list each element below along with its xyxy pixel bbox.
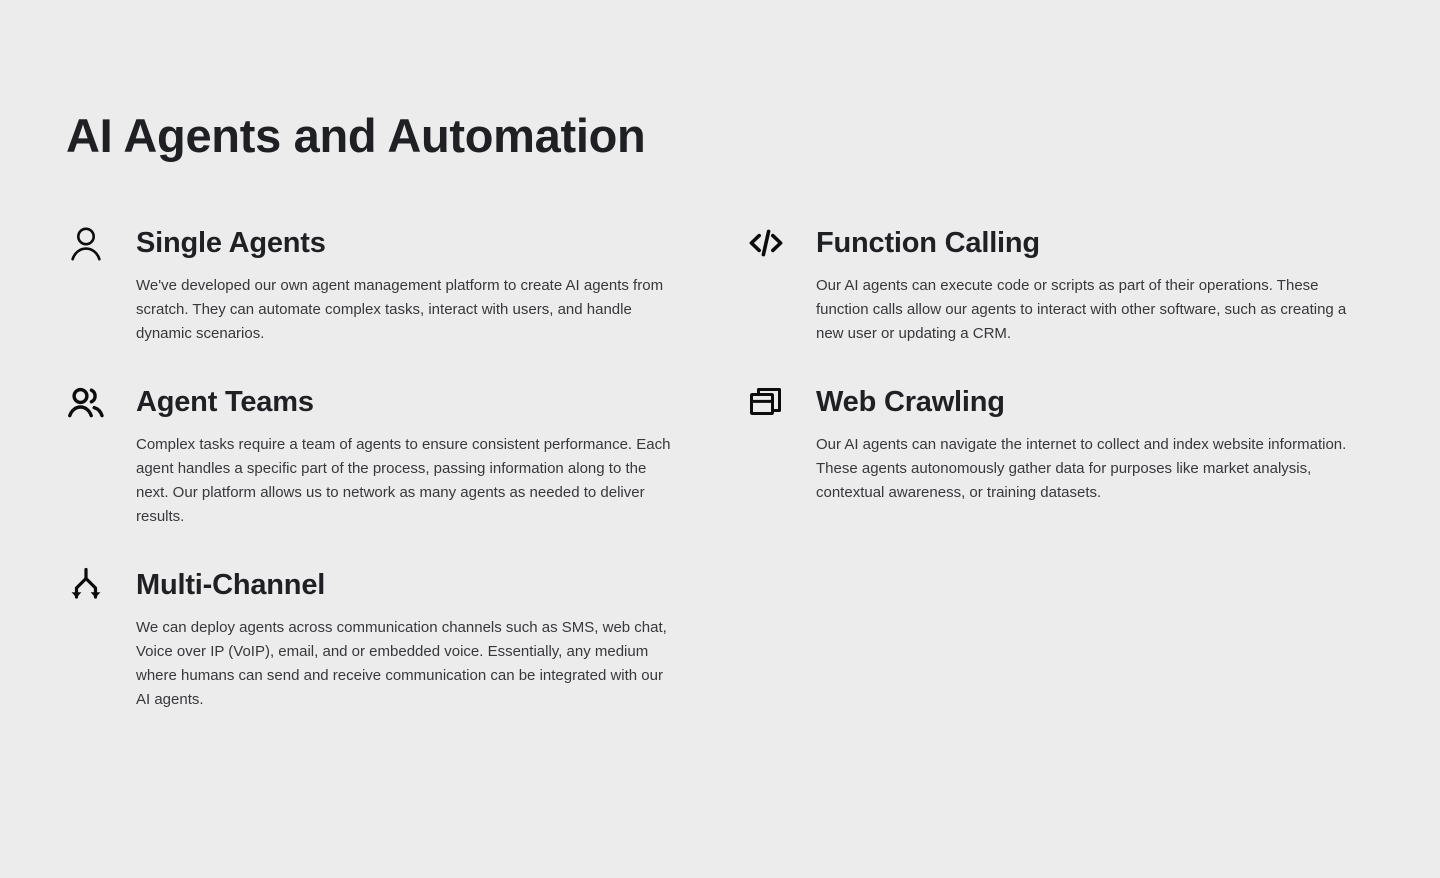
feature-heading: Web Crawling <box>816 386 1005 419</box>
feature-single-agents: Single Agents We've developed our own ag… <box>66 221 680 346</box>
feature-heading: Single Agents <box>136 227 326 260</box>
feature-agent-teams: Agent Teams Complex tasks require a team… <box>66 380 680 529</box>
features-column-right: Function Calling Our AI agents can execu… <box>746 221 1374 712</box>
feature-heading: Function Calling <box>816 227 1040 260</box>
feature-function-calling: Function Calling Our AI agents can execu… <box>746 221 1374 346</box>
feature-body: We can deploy agents across communicatio… <box>136 619 667 709</box>
feature-multi-channel: Multi-Channel We can deploy agents acros… <box>66 563 680 712</box>
features-grid: Single Agents We've developed our own ag… <box>66 221 1374 712</box>
split-arrows-icon <box>66 563 110 607</box>
two-people-icon <box>66 380 110 424</box>
feature-body: Complex tasks require a team of agents t… <box>136 436 671 526</box>
page-title: AI Agents and Automation <box>66 109 646 162</box>
feature-body: Our AI agents can execute code or script… <box>816 277 1347 343</box>
feature-body: We've developed our own agent management… <box>136 277 664 343</box>
feature-web-crawling: Web Crawling Our AI agents can navigate … <box>746 380 1374 505</box>
feature-heading: Multi-Channel <box>136 569 326 602</box>
code-brackets-icon <box>746 221 790 265</box>
feature-body: Our AI agents can navigate the internet … <box>816 436 1347 502</box>
features-column-left: Single Agents We've developed our own ag… <box>66 221 680 712</box>
feature-heading: Agent Teams <box>136 386 314 419</box>
stacked-windows-icon <box>746 380 790 424</box>
single-person-icon <box>66 221 110 265</box>
